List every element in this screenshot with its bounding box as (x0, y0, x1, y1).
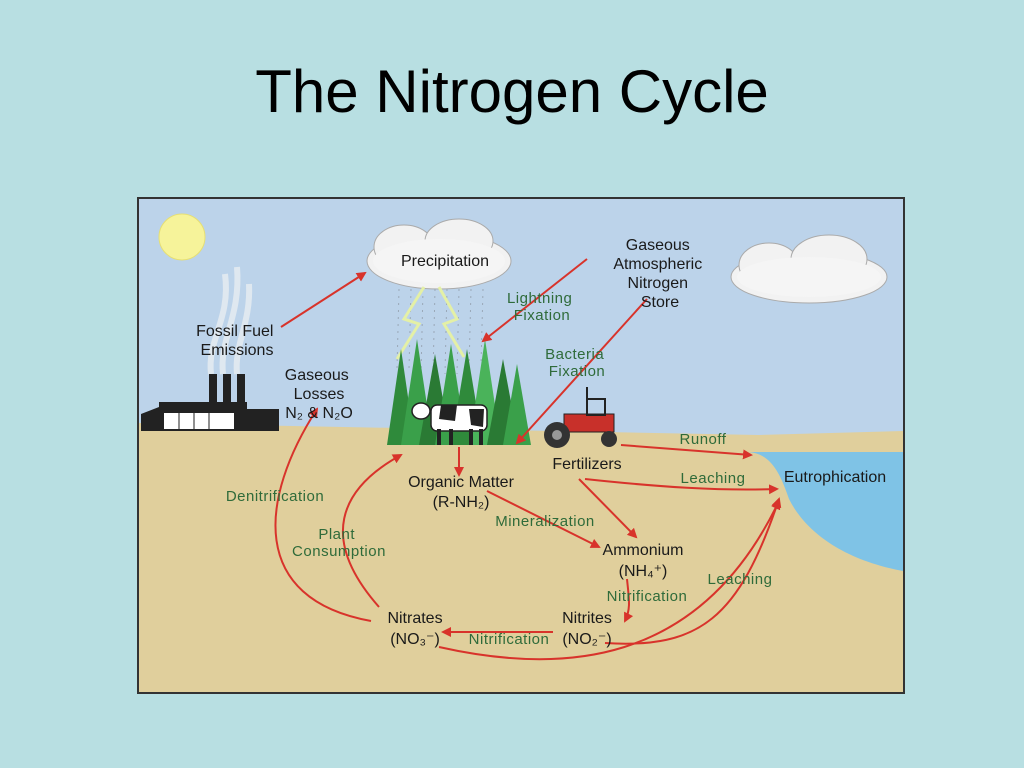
gaseous-losses-formula: N₂ & N₂O (285, 405, 353, 422)
mineralization-label: Mineralization (495, 513, 595, 530)
bacteria-fixation-line-1: Bacteria (545, 346, 604, 363)
nitrates-formula: (NO₃⁻) (390, 631, 440, 648)
gaseous-store-line-3: Nitrogen (628, 275, 688, 292)
bacteria-fixation-label: Bacteria Fixation (545, 346, 609, 380)
nitrites-label: Nitrites (562, 610, 612, 627)
gaseous-losses-label: Gaseous Losses (285, 367, 354, 403)
lightning-fixation-line-1: Lightning (507, 290, 572, 307)
diagram-canvas: Precipitation Gaseous Atmospheric Nitrog… (139, 199, 903, 692)
lightning-icon (395, 286, 466, 360)
tractor-icon (544, 387, 617, 448)
factory-icon (141, 374, 279, 431)
nitrates-label: Nitrates (387, 610, 442, 627)
precipitation-label: Precipitation (401, 253, 489, 270)
plant-consumption-line-2: Consumption (292, 543, 386, 560)
gaseous-losses-line-2: Losses (294, 386, 345, 403)
gaseous-store-line-4: Store (641, 294, 679, 311)
lightning-fixation-label: Lightning Fixation (507, 290, 577, 324)
denitrification-label: Denitrification (226, 488, 324, 505)
fossil-fuel-label: Fossil Fuel Emissions (196, 323, 278, 359)
leaching-top-label: Leaching (681, 470, 746, 487)
ammonium-label: Ammonium (603, 542, 684, 559)
gaseous-store-line-1: Gaseous (626, 237, 690, 254)
fertilizers-label: Fertilizers (552, 456, 621, 473)
nitrogen-cycle-diagram: Precipitation Gaseous Atmospheric Nitrog… (137, 197, 905, 694)
arrows (274, 258, 782, 661)
bacteria-fixation-line-2: Fixation (549, 363, 606, 380)
ground (139, 423, 903, 692)
organic-matter-formula: (R-NH₂) (433, 494, 490, 511)
gaseous-store-label: Gaseous Atmospheric Nitrogen Store (613, 237, 706, 311)
fossil-fuel-line-1: Fossil Fuel (196, 323, 273, 340)
eutrophication-label: Eutrophication (784, 469, 886, 486)
organic-matter-label: Organic Matter (408, 474, 514, 491)
plant-consumption-label: Plant Consumption (292, 526, 386, 560)
slide-title: The Nitrogen Cycle (255, 58, 769, 125)
nitrification-1-label: Nitrification (607, 588, 688, 605)
smoke (207, 266, 253, 375)
runoff-label: Runoff (680, 431, 727, 448)
sun-icon (158, 213, 206, 261)
cloud-icon (730, 234, 888, 304)
lightning-fixation-line-2: Fixation (514, 307, 571, 324)
plant-consumption-line-1: Plant (318, 526, 355, 543)
rain-cloud-icon (366, 218, 512, 290)
nitrites-formula: (NO₂⁻) (562, 631, 611, 648)
gaseous-store-line-2: Atmospheric (613, 256, 702, 273)
water-body (749, 452, 903, 571)
cow-icon (411, 402, 488, 445)
ammonium-formula: (NH₄⁺) (619, 563, 668, 580)
fossil-fuel-line-2: Emissions (201, 342, 274, 359)
leaching-right-label: Leaching (708, 571, 773, 588)
gaseous-losses-line-1: Gaseous (285, 367, 349, 384)
nitrification-2-label: Nitrification (469, 631, 550, 648)
